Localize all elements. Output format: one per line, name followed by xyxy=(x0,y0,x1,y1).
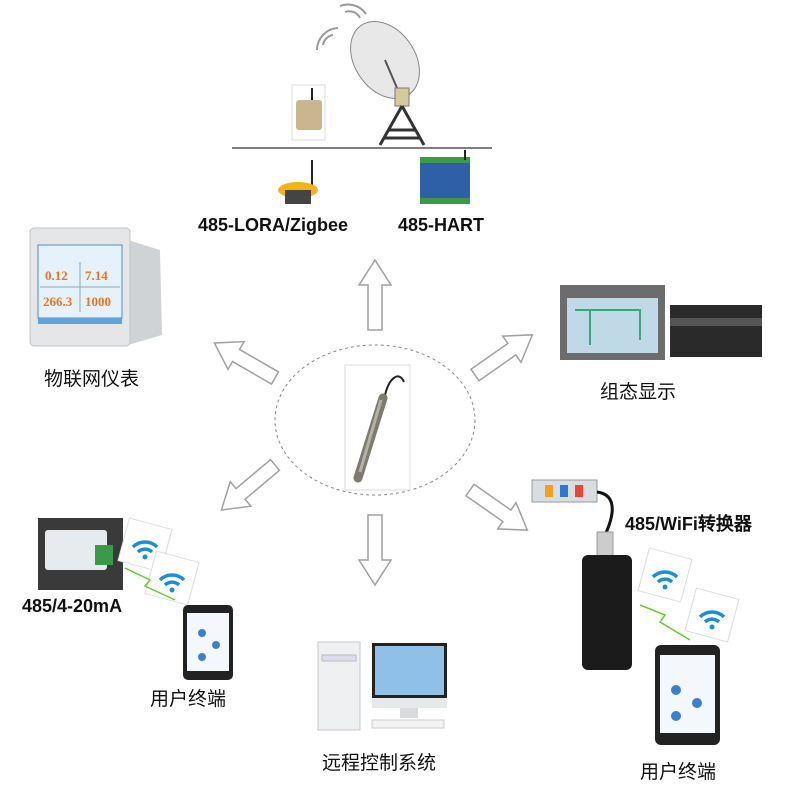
label-analog-converter: 485/4-20mA xyxy=(22,596,123,616)
iot-meter-device xyxy=(29,227,162,347)
label-remote-control: 远程控制系统 xyxy=(322,752,437,774)
label-user-terminal-left: 用户终端 xyxy=(150,688,227,710)
label-hart: 485-HART xyxy=(398,215,485,235)
meter-value-2: 7.14 xyxy=(85,268,108,283)
center-ellipse xyxy=(274,344,476,496)
zigbee-device-icon xyxy=(278,160,318,204)
meter-value-1: 0.12 xyxy=(45,268,68,283)
label-wifi-converter: 485/WiFi转换器 xyxy=(625,514,752,534)
arrow-down-left xyxy=(210,451,287,524)
hmi-panel-icon xyxy=(560,285,665,360)
satellite-dish-icon xyxy=(315,3,426,146)
label-iot-meter: 物联网仪表 xyxy=(44,368,140,390)
remote-computer-icon xyxy=(317,641,447,731)
tablet-left-icon xyxy=(183,605,233,680)
label-lora-zigbee: 485-LORA/Zigbee xyxy=(198,215,349,235)
analog-converter-icon xyxy=(38,518,123,590)
arrow-up-right xyxy=(465,320,543,389)
sensor-probe xyxy=(344,364,411,491)
arrow-up-left xyxy=(205,328,284,393)
plc-icon xyxy=(670,305,762,357)
terminal-connector-icon xyxy=(531,479,598,503)
wifi-icon xyxy=(636,546,694,604)
tablet-right-icon xyxy=(655,645,720,745)
meter-value-4: 1000 xyxy=(85,294,111,309)
wifi-icon xyxy=(683,586,741,644)
arrow-up xyxy=(358,259,392,331)
hart-module-icon xyxy=(420,150,470,204)
label-user-terminal-right: 用户终端 xyxy=(640,761,717,783)
meter-value-3: 266.3 xyxy=(43,294,73,309)
wifi-converter-dongle-icon xyxy=(582,555,632,670)
wireless-link-icon xyxy=(124,567,176,601)
arrow-down xyxy=(358,514,392,586)
lora-device-icon xyxy=(291,84,326,141)
arrow-down-right xyxy=(460,476,538,545)
label-scada-display: 组态显示 xyxy=(600,381,677,403)
